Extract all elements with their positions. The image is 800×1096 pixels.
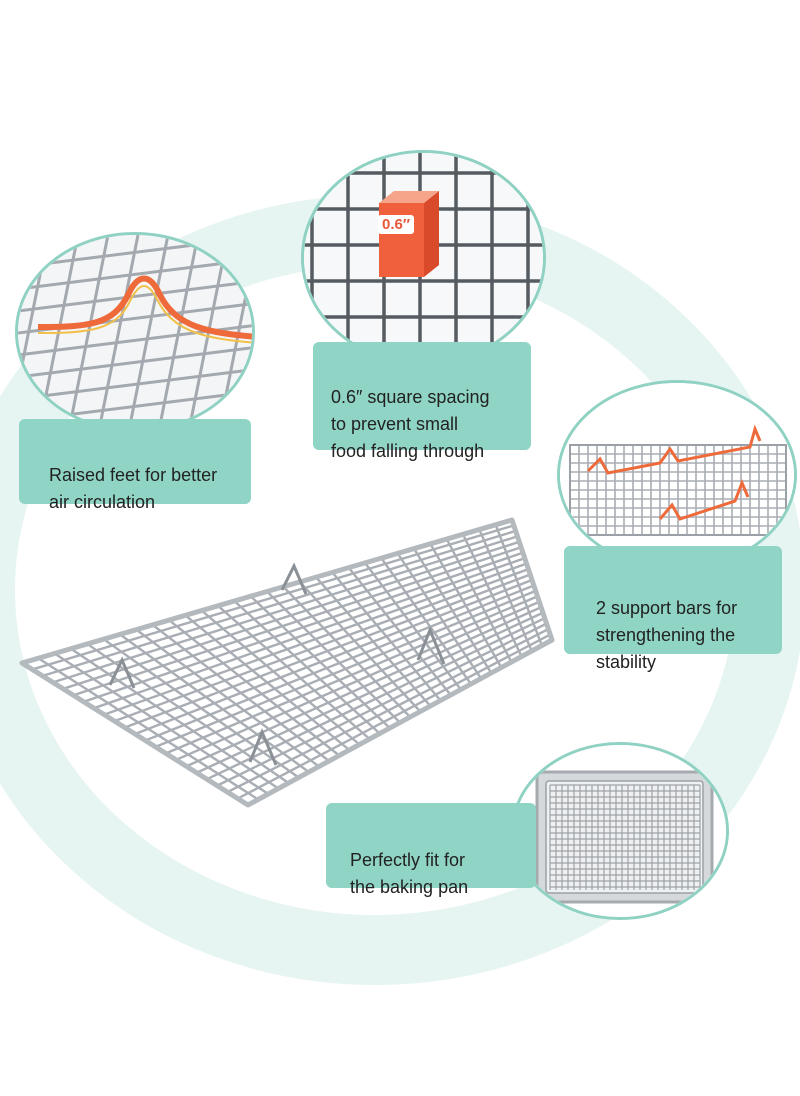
raised-feet-bubble xyxy=(15,232,255,432)
support-bar-icon xyxy=(586,424,762,475)
support-bars-label: 2 support bars for strengthening the sta… xyxy=(564,546,782,672)
raised-foot-icon xyxy=(37,275,252,340)
square-spacing-bubble: 0.6″ xyxy=(301,150,546,365)
baking-pan-label: Perfectly fit for the baking pan xyxy=(326,803,536,897)
baking-pan-text: Perfectly fit for the baking pan xyxy=(350,850,469,897)
square-spacing-text: 0.6″ square spacing to prevent small foo… xyxy=(331,387,490,461)
support-bars-text: 2 support bars for strengthening the sta… xyxy=(596,598,738,672)
square-spacing-label: 0.6″ square spacing to prevent small foo… xyxy=(313,342,531,461)
rack-feet-icon xyxy=(108,562,446,766)
baking-pan-bubble xyxy=(511,742,729,920)
support-bars-closeup-image xyxy=(560,383,794,567)
baking-pan-closeup-image xyxy=(514,745,726,917)
spacing-badge-text: 0.6″ xyxy=(382,216,411,233)
support-bar-icon xyxy=(658,479,750,521)
measurement-cube-icon xyxy=(379,191,439,277)
raised-feet-text: Raised feet for better air circulation xyxy=(49,465,218,512)
spacing-badge: 0.6″ xyxy=(378,215,415,234)
support-bars-bubble xyxy=(557,380,797,570)
square-grid-closeup-image xyxy=(304,153,543,362)
raised-feet-label: Raised feet for better air circulation xyxy=(19,419,251,512)
raised-feet-closeup-image xyxy=(18,235,252,429)
